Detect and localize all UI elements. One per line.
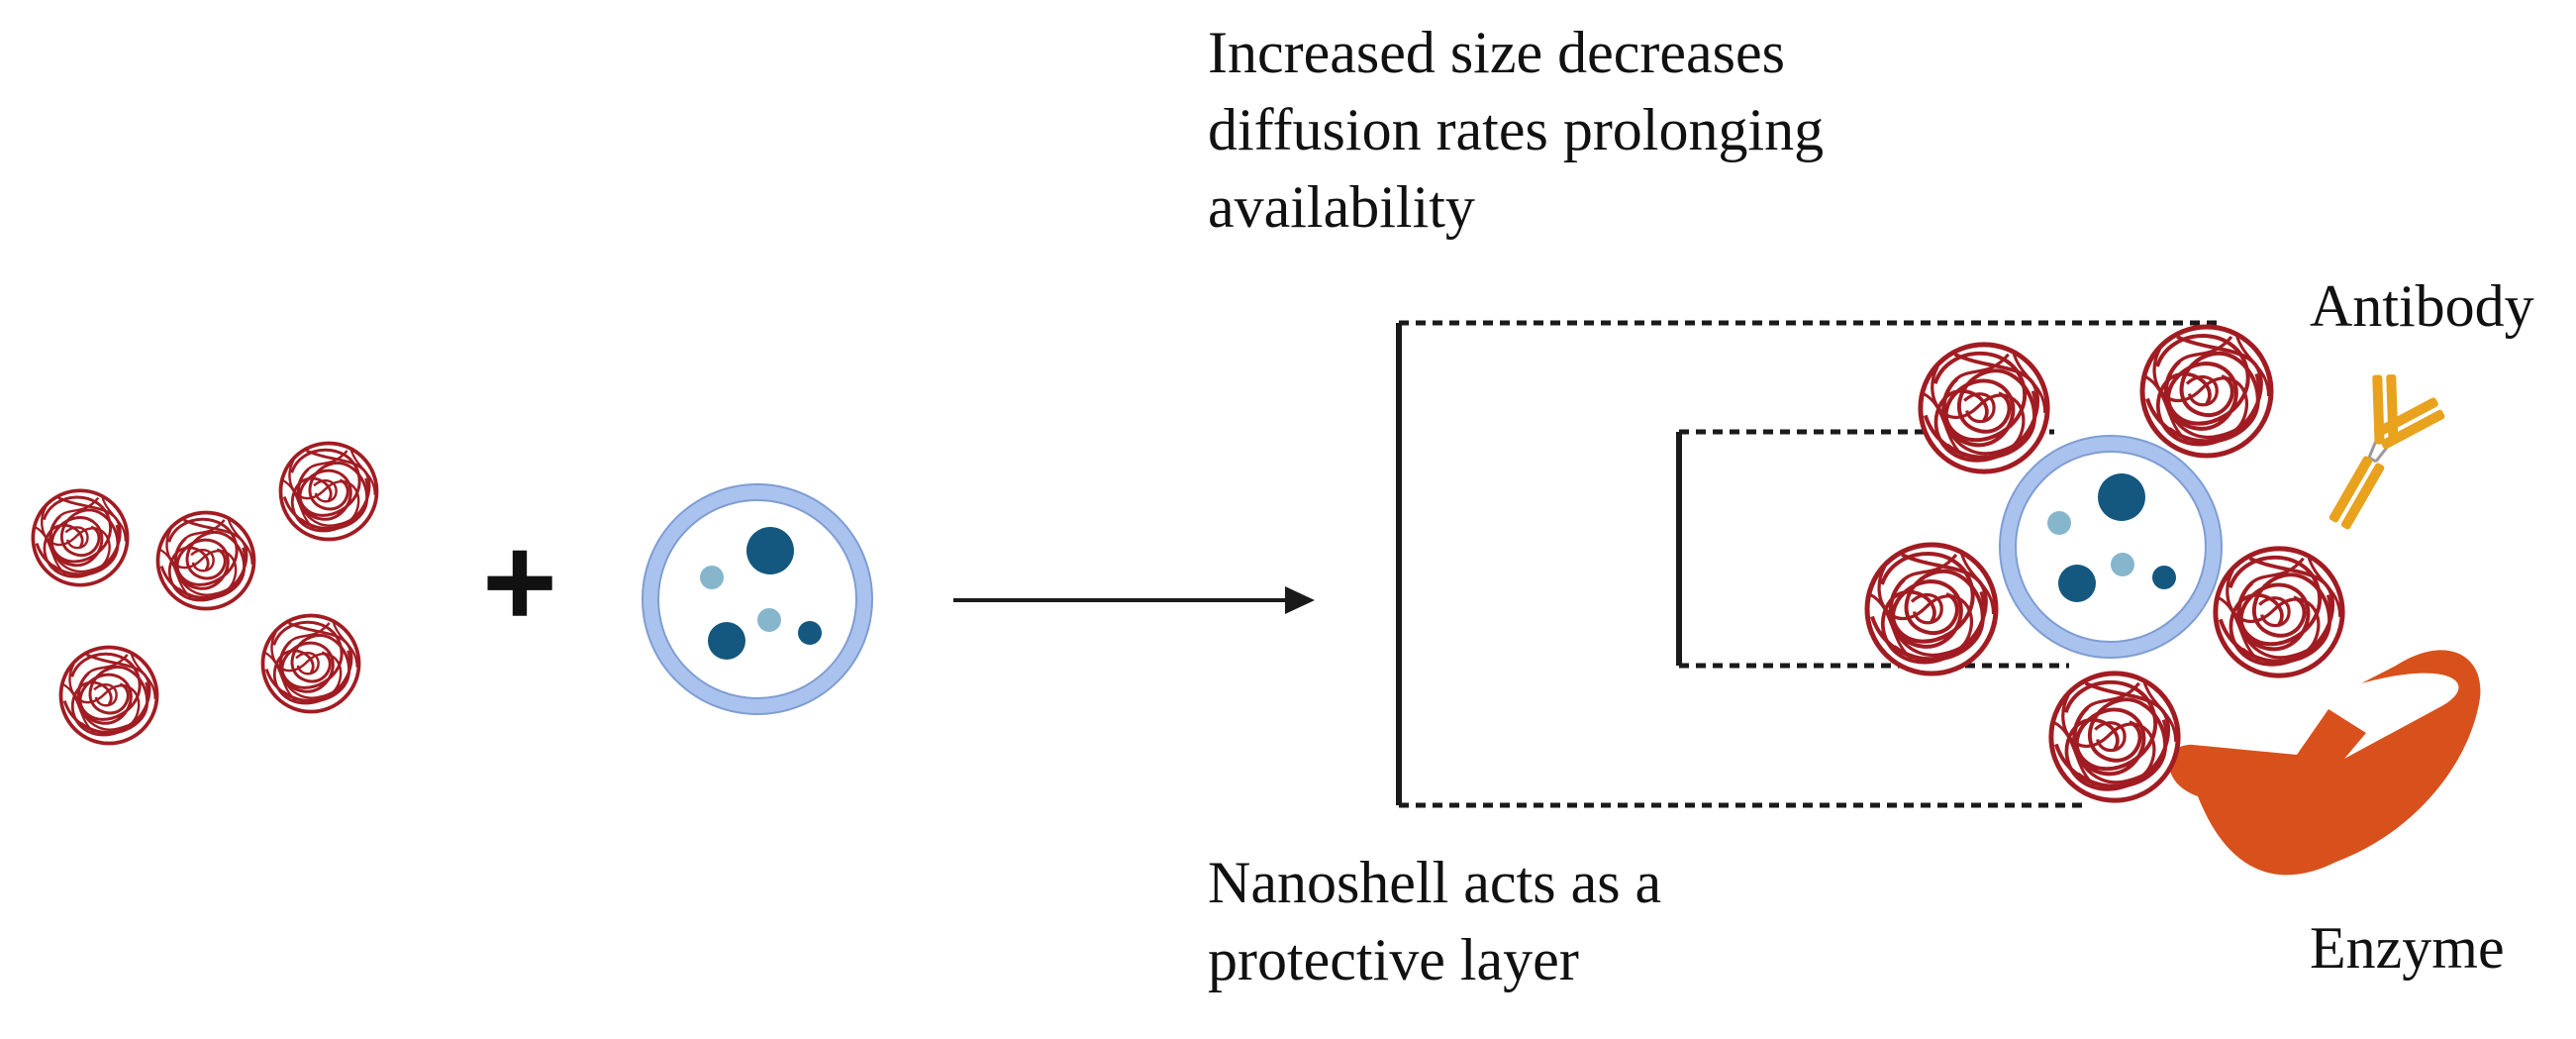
protein-coil-icon (2142, 327, 2271, 456)
annotation-line: Nanoshell acts as a (1208, 850, 1662, 915)
antibody-label: Antibody (2310, 273, 2534, 339)
protein-coil-icon (1921, 345, 2047, 471)
protein-coil-icon (2216, 549, 2342, 675)
nanoshell-icon (642, 483, 873, 715)
nanoshell-icon (1999, 435, 2223, 659)
protein-coil-icon (260, 613, 361, 714)
size-bracket (1396, 320, 2218, 808)
protein-coil-icon (31, 488, 130, 587)
enzyme-label: Enzyme (2310, 915, 2505, 981)
plus-sign: + (482, 509, 557, 654)
annotation-line: diffusion rates prolonging (1208, 97, 1825, 162)
antibody-icon (2328, 373, 2445, 530)
free-proteins (31, 441, 379, 746)
protein-coil-icon (155, 510, 256, 611)
annotation-line: availability (1208, 174, 1475, 240)
size-effect-annotation: Increased size decreases diffusion rates… (1208, 14, 1824, 246)
arrow-right-icon (953, 586, 1315, 614)
protein-coil-icon (58, 645, 159, 746)
nanoshell-annotation: Nanoshell acts as a protective layer (1208, 844, 1661, 998)
protein-coil-icon (2051, 674, 2178, 800)
protein-coil-icon (278, 441, 379, 542)
protein-coil-icon (1867, 545, 1996, 674)
annotation-line: protective layer (1208, 927, 1579, 992)
annotation-line: Increased size decreases (1208, 20, 1785, 85)
enzyme-icon (2169, 650, 2481, 876)
